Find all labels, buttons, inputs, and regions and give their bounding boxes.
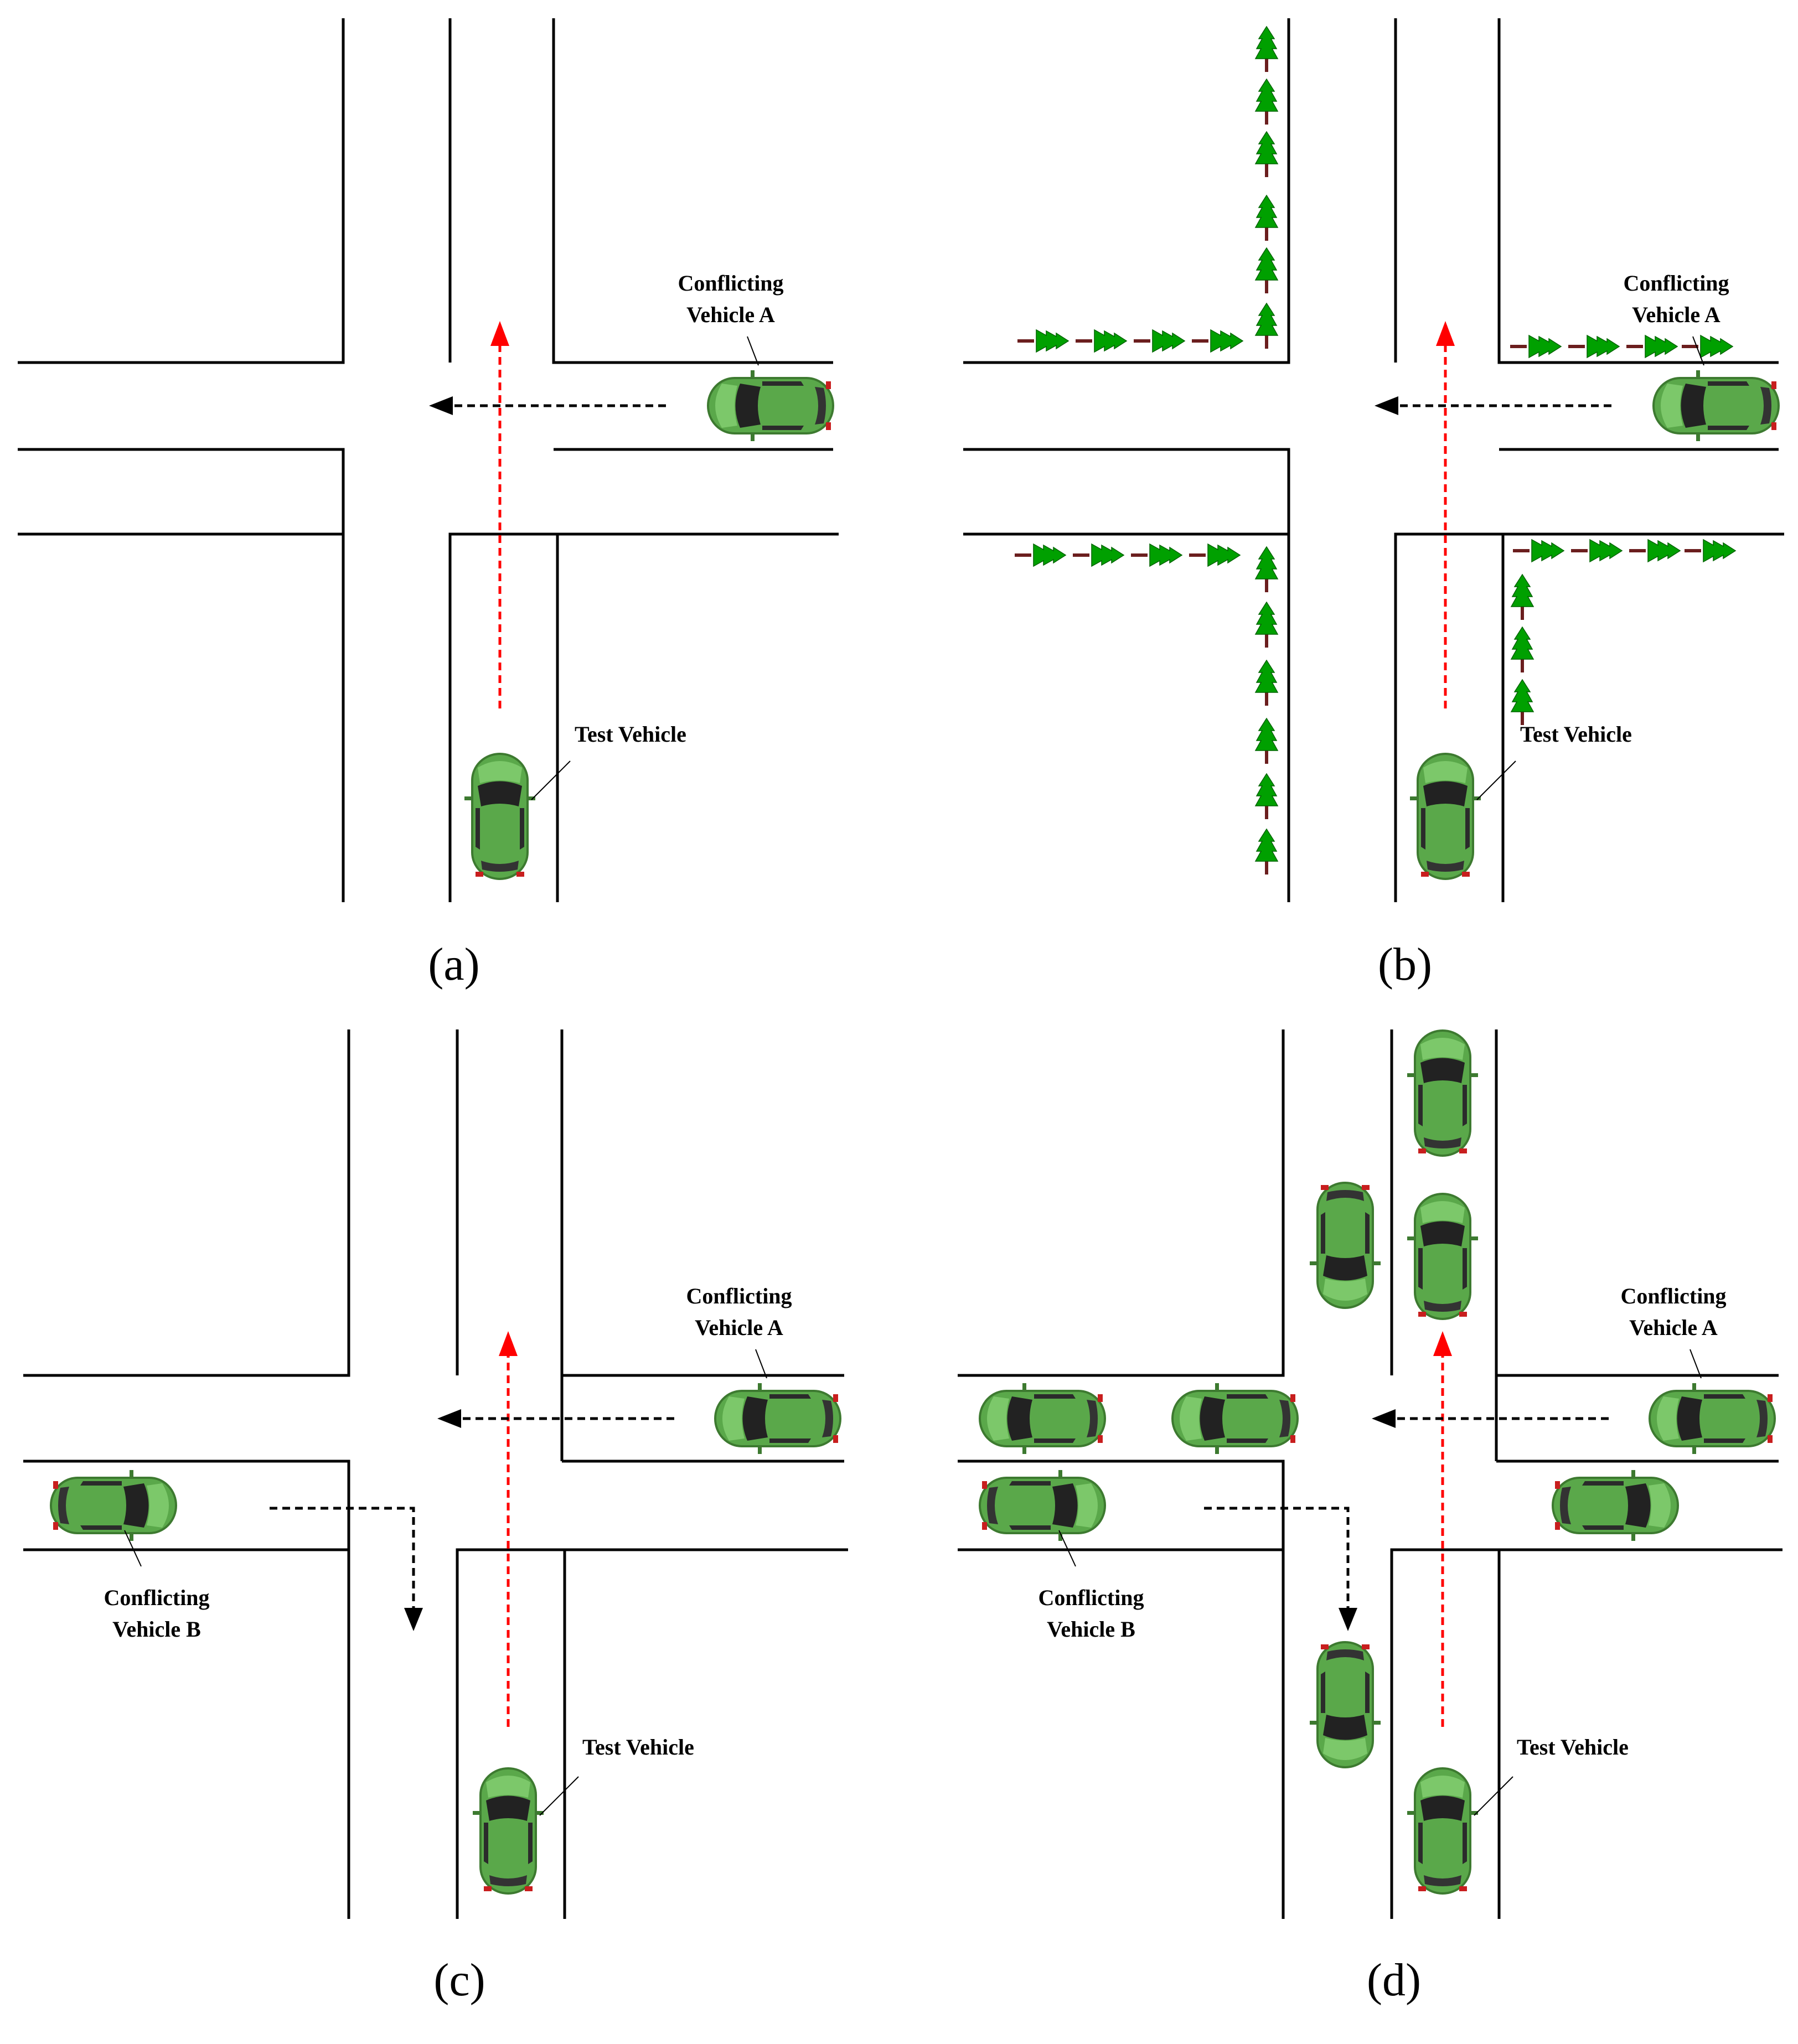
panel-caption: (d) [1367, 1954, 1421, 2006]
road-lines [958, 1029, 1782, 1919]
conflicting-vehicle-a-car-icon [707, 369, 834, 442]
label-leader [1474, 1776, 1513, 1816]
conflicting-vehicle-a-label: Conflicting [678, 271, 783, 296]
conflicting-vehicle-a-label: Vehicle A [1629, 1315, 1718, 1340]
test-vehicle-path-arrow-icon [490, 321, 509, 708]
label-leader [539, 1776, 579, 1816]
label-leader [124, 1530, 142, 1567]
conflict-a-path-arrow-icon [1372, 1409, 1609, 1428]
tree-icon [1511, 679, 1534, 726]
car-icon [1171, 1382, 1299, 1455]
car-icon [1406, 1193, 1479, 1320]
test-vehicle-path-arrow-icon [1436, 321, 1455, 708]
car-icon [1309, 1641, 1382, 1768]
tree-icon [1511, 574, 1534, 620]
road-lines [18, 18, 839, 902]
conflicting-vehicle-a-label: Vehicle A [1632, 302, 1720, 327]
tree-icon [1014, 544, 1066, 567]
label-leader [1058, 1530, 1076, 1567]
conflict-b-path-arrow-icon [270, 1507, 423, 1631]
tree-icon [1510, 335, 1562, 358]
conflict-b-path-arrow-icon [1204, 1507, 1357, 1631]
panel-b: Conflicting Vehicle A Test Vehicle (b) [963, 18, 1784, 990]
conflicting-vehicle-a-label: Conflicting [686, 1284, 792, 1308]
tree-icon [1255, 829, 1278, 875]
tree-icon [1130, 544, 1182, 567]
conflict-a-path-arrow-icon [437, 1409, 674, 1428]
conflicting-vehicle-a-car-icon [1649, 1382, 1776, 1455]
label-leader [755, 1349, 767, 1379]
tree-icon [1512, 539, 1564, 562]
tree-icon [1511, 627, 1534, 673]
label-leader [747, 336, 759, 366]
conflicting-vehicle-a-label: Vehicle A [686, 302, 775, 327]
tree-icon [1255, 546, 1278, 593]
conflicting-vehicle-b-label: Vehicle B [1047, 1617, 1135, 1642]
tree-icon [1255, 79, 1278, 125]
panel-caption: (b) [1378, 939, 1432, 990]
tree-icon [1255, 195, 1278, 241]
panel-c: Conflicting Vehicle A Conflicting Vehicl… [23, 1029, 848, 2006]
conflicting-vehicle-b-car-icon [979, 1469, 1106, 1542]
tree-icon [1255, 718, 1278, 764]
panel-caption: (a) [428, 939, 479, 990]
test-vehicle-path-arrow-icon [499, 1331, 518, 1727]
tree-icon [1072, 544, 1124, 567]
test-vehicle-car-icon [1406, 1767, 1479, 1895]
label-leader [1690, 1349, 1702, 1379]
conflicting-vehicle-a-label: Vehicle A [695, 1315, 783, 1340]
label-leader [1476, 760, 1516, 800]
label-leader [531, 760, 571, 800]
conflicting-vehicle-a-car-icon [714, 1382, 841, 1455]
conflict-a-path-arrow-icon [429, 396, 666, 415]
car-icon [979, 1382, 1106, 1455]
panel-d: Conflicting Vehicle A Conflicting Vehicl… [958, 1029, 1782, 2006]
tree-icon [1017, 329, 1069, 353]
background-traffic [979, 1029, 1679, 1768]
conflicting-vehicle-b-label: Conflicting [1038, 1585, 1144, 1610]
tree-icon [1255, 131, 1278, 178]
tree-icon [1681, 335, 1733, 358]
test-vehicle-car-icon [1409, 753, 1482, 880]
conflicting-vehicle-a-label: Conflicting [1620, 1284, 1726, 1308]
test-vehicle-car-icon [463, 753, 536, 880]
tree-icon [1255, 602, 1278, 648]
car-icon [1309, 1182, 1382, 1309]
test-vehicle-label: Test Vehicle [1517, 1735, 1629, 1760]
car-icon [1552, 1469, 1679, 1542]
tree-icon [1255, 303, 1278, 349]
tree-icon [1255, 247, 1278, 294]
tree-icon [1191, 329, 1243, 353]
tree-icon [1133, 329, 1185, 353]
test-vehicle-label: Test Vehicle [575, 722, 686, 747]
tree-icon [1629, 539, 1681, 562]
tree-icon [1075, 329, 1127, 353]
panel-caption: (c) [433, 1954, 485, 2006]
tree-icon [1626, 335, 1678, 358]
conflict-a-path-arrow-icon [1375, 396, 1611, 415]
test-vehicle-path-arrow-icon [1433, 1331, 1452, 1727]
tree-icon [1255, 660, 1278, 706]
test-vehicle-label: Test Vehicle [1520, 722, 1632, 747]
conflicting-vehicle-a-car-icon [1652, 369, 1780, 442]
tree-icon [1189, 544, 1241, 567]
car-icon [1406, 1029, 1479, 1157]
tree-icon [1568, 335, 1620, 358]
conflicting-vehicle-b-label: Conflicting [104, 1585, 209, 1610]
label-leader [1692, 336, 1704, 366]
tree-icon [1570, 539, 1623, 562]
conflicting-vehicle-b-car-icon [50, 1469, 177, 1542]
panel-a: Conflicting Vehicle A Test Vehicle (a) [18, 18, 839, 990]
road-lines [23, 1029, 848, 1919]
conflicting-vehicle-b-label: Vehicle B [112, 1617, 201, 1642]
test-vehicle-car-icon [472, 1767, 545, 1895]
tree-icon [1255, 773, 1278, 820]
test-vehicle-label: Test Vehicle [582, 1735, 694, 1760]
road-lines [963, 18, 1784, 902]
tree-icon [1684, 539, 1736, 562]
tree-icon [1255, 26, 1278, 73]
conflicting-vehicle-a-label: Conflicting [1623, 271, 1729, 296]
